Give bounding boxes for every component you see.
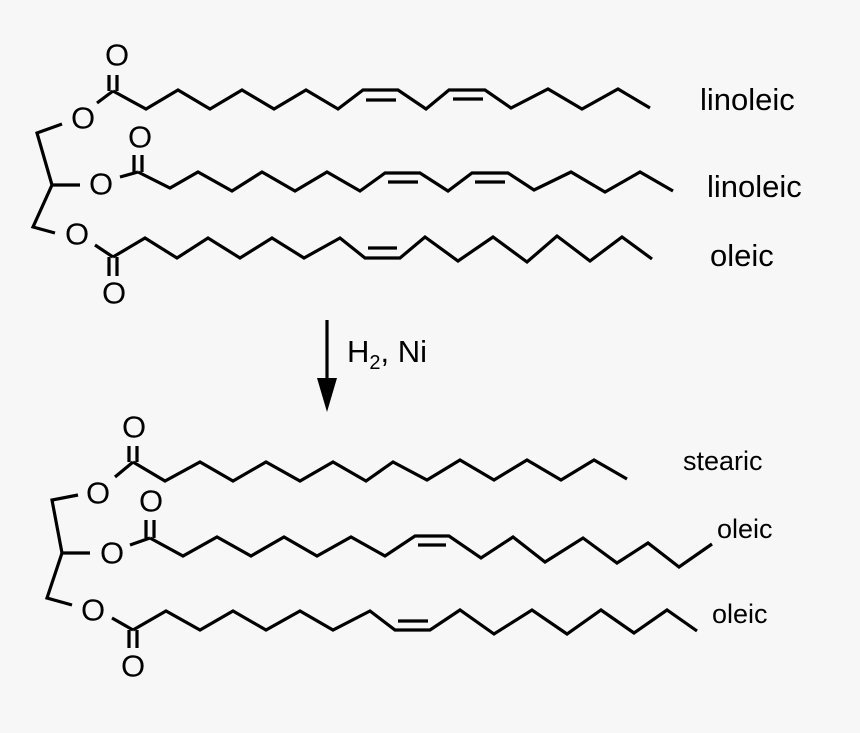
fatty-acid-chain-linoleic-1 (112, 87, 651, 111)
label-oleic-1: oleic (717, 514, 773, 544)
fatty-acid-chain-oleic-2 (132, 608, 698, 636)
svg-text:O: O (102, 276, 126, 311)
fatty-acid-chain-oleic-1 (149, 534, 713, 569)
reactant-molecule: O O O O O O (30, 38, 674, 311)
ester-3: O O (65, 217, 126, 311)
product-molecule: O O O O O O (44, 410, 713, 684)
svg-text:O: O (122, 410, 146, 445)
catalyst-nickel: , Ni (380, 334, 428, 369)
fatty-acid-chain-linoleic-2 (137, 170, 674, 194)
svg-text:O: O (100, 536, 124, 571)
svg-text:O: O (89, 167, 113, 202)
label-oleic: oleic (710, 238, 774, 273)
fatty-acid-chain-oleic (112, 233, 653, 265)
label-stearic: stearic (683, 446, 763, 476)
svg-text:O: O (86, 476, 110, 511)
reaction-conditions: H2, Ni (347, 334, 427, 375)
svg-text:O: O (128, 120, 152, 155)
svg-text:O: O (65, 217, 89, 252)
fatty-acid-chain-stearic (132, 458, 628, 483)
svg-text:O: O (139, 484, 163, 519)
reagent-subscript: 2 (369, 352, 381, 375)
label-oleic-2: oleic (712, 599, 768, 629)
svg-text:O: O (121, 649, 145, 684)
svg-text:O: O (105, 38, 129, 73)
svg-text:O: O (71, 101, 95, 136)
ester-3: O O (81, 593, 145, 684)
label-linoleic-1: linoleic (700, 82, 795, 117)
reagent-hydrogen: H (347, 334, 370, 369)
ester-1: O O (86, 410, 146, 511)
svg-text:O: O (81, 593, 105, 628)
glycerol-backbone (30, 122, 80, 235)
ester-1: O O (71, 38, 129, 136)
ester-2: O O (100, 484, 163, 571)
ester-2: O O (89, 120, 152, 202)
label-linoleic-2: linoleic (707, 169, 802, 204)
glycerol-backbone (44, 493, 90, 607)
reaction-arrow (317, 320, 337, 412)
